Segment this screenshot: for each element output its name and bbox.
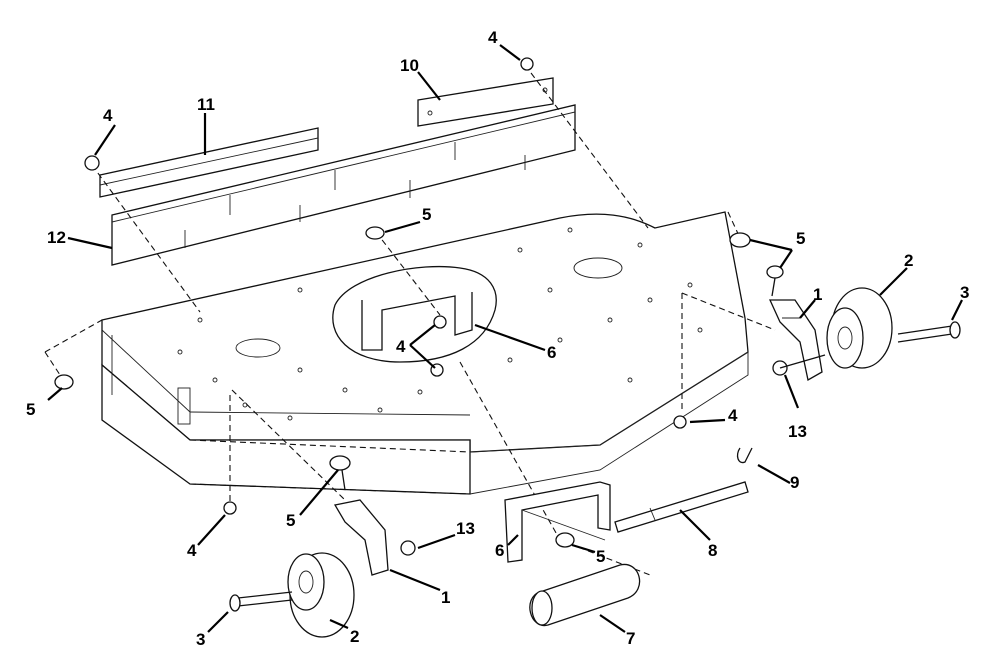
callout-12: 12 (47, 228, 66, 247)
callout-4: 4 (103, 106, 113, 125)
wheel-axle-bolt-left (229, 591, 293, 612)
hair-pin (736, 447, 753, 464)
mower-deck (101, 211, 749, 495)
callout-leaders (47, 44, 963, 633)
wheel-axle-bolt-right (779, 321, 961, 369)
callout-4: 4 (396, 337, 406, 356)
baffle-plate-11 (99, 127, 319, 198)
callout-5: 5 (796, 229, 805, 248)
callout-13: 13 (788, 422, 807, 441)
roller-shaft (614, 481, 749, 533)
callout-9: 9 (790, 473, 799, 492)
roller (529, 563, 641, 627)
callout-2: 2 (904, 251, 913, 270)
callout-1: 1 (813, 285, 822, 304)
callout-7: 7 (626, 629, 635, 648)
caster-bracket-left (333, 499, 389, 576)
carriage-bolt (54, 226, 784, 548)
caster-wheel-left (287, 552, 355, 638)
callout-1: 1 (441, 588, 450, 607)
callout-11: 11 (197, 95, 215, 114)
callout-4: 4 (728, 406, 738, 425)
roller-bracket (504, 481, 611, 563)
callout-5: 5 (596, 547, 605, 566)
baffle-plate-12 (111, 104, 576, 266)
callout-5: 5 (422, 205, 431, 224)
callout-5: 5 (286, 511, 295, 530)
callout-labels: 1 1 2 2 3 3 4 4 4 4 4 5 5 5 5 5 6 6 7 8 … (26, 28, 969, 649)
callout-3: 3 (960, 283, 969, 302)
assembly-lines (44, 64, 776, 576)
callout-2: 2 (350, 627, 359, 646)
callout-6: 6 (495, 541, 504, 560)
callout-5: 5 (26, 400, 35, 419)
caster-wheel-right (826, 287, 893, 369)
baffle-plate-10 (417, 77, 554, 127)
callout-4: 4 (187, 541, 197, 560)
callout-4: 4 (488, 28, 498, 47)
callout-3: 3 (196, 630, 205, 649)
callout-13: 13 (456, 519, 475, 538)
callout-10: 10 (400, 56, 419, 75)
callout-6: 6 (547, 343, 556, 362)
callout-8: 8 (708, 541, 717, 560)
